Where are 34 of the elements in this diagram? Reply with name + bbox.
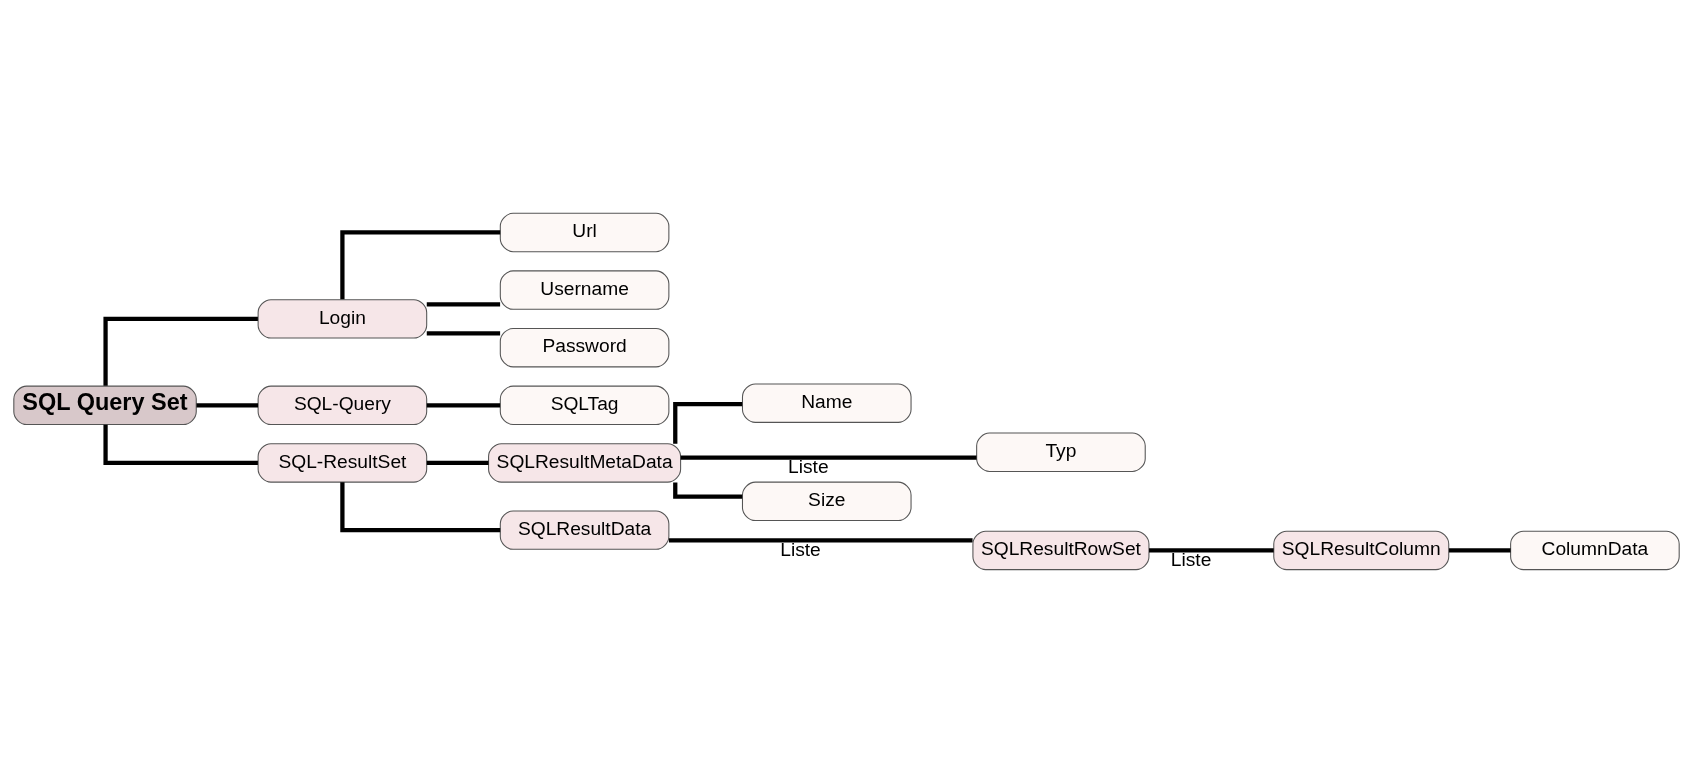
- node-box: SQLResultColumn: [1273, 530, 1450, 570]
- edge-label: Liste: [788, 455, 829, 477]
- connector: [1149, 547, 1274, 553]
- connector: [1448, 547, 1511, 553]
- connector: [426, 402, 501, 407]
- edge-label: Liste: [780, 538, 821, 560]
- node-box: SQL-ResultSet: [257, 442, 428, 483]
- connector: [340, 229, 501, 299]
- connector: [340, 481, 501, 532]
- edge-label: Liste: [1170, 548, 1212, 570]
- connector: [103, 424, 258, 465]
- node-box: SQL-Query: [257, 385, 428, 425]
- connector: [668, 537, 973, 542]
- node-box: SQLResultMetaData: [488, 442, 682, 483]
- connector: [680, 454, 977, 460]
- connector: [426, 301, 501, 307]
- node-box: Typ: [976, 432, 1146, 472]
- node-box: SQL Query Set: [13, 385, 197, 425]
- node-box: ColumnData: [1510, 530, 1680, 570]
- node-box: SQLTag: [499, 385, 670, 425]
- node-box: Name: [741, 382, 912, 423]
- node-box: SQLResultRowSet: [972, 530, 1150, 570]
- node-box: Password: [499, 327, 670, 367]
- node-box: Size: [741, 481, 912, 521]
- node-box: Login: [257, 298, 428, 339]
- connector: [673, 401, 743, 444]
- node-box: Url: [499, 212, 670, 252]
- node-box: SQLResultData: [499, 509, 670, 550]
- connector: [426, 460, 489, 465]
- connector: [196, 402, 258, 407]
- connector: [103, 316, 258, 386]
- connector: [673, 481, 743, 499]
- node-box: Username: [499, 269, 670, 310]
- connector: [426, 330, 501, 335]
